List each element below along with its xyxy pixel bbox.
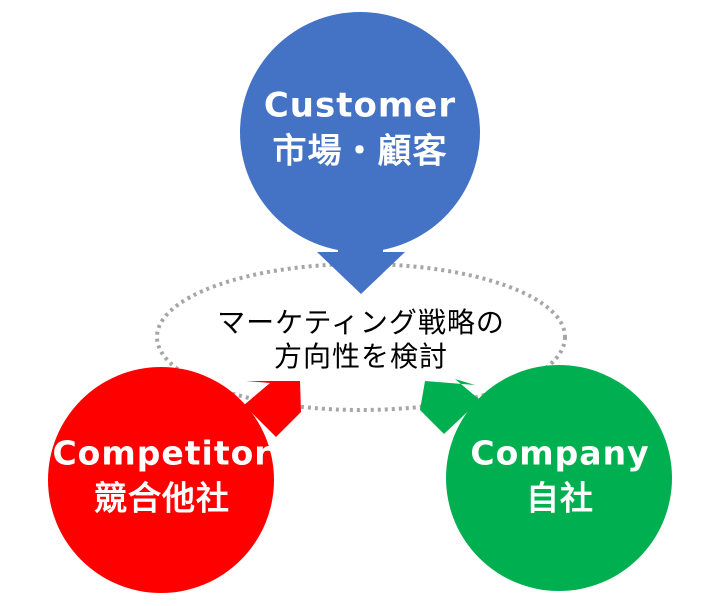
company-label-ja: 自社 [526,479,594,518]
customer-node: Customer 市場・顧客 [240,12,480,294]
competitor-arrow [244,381,301,437]
company-circle [446,365,672,591]
center-text-line1: マーケティング戦略の [217,306,505,339]
competitor-node: Competitor 競合他社 [48,367,301,593]
center-text-line2: 方向性を検討 [274,340,448,373]
competitor-circle [48,367,274,593]
customer-circle [240,12,480,252]
customer-label-ja: 市場・顧客 [273,132,448,172]
company-label-en: Company [470,434,649,473]
competitor-label-en: Competitor [52,434,271,473]
competitor-label-ja: 競合他社 [94,479,230,518]
customer-label-en: Customer [264,86,456,126]
company-arrow [420,379,480,434]
company-node: Company 自社 [420,365,672,591]
center-ellipse [155,262,567,412]
